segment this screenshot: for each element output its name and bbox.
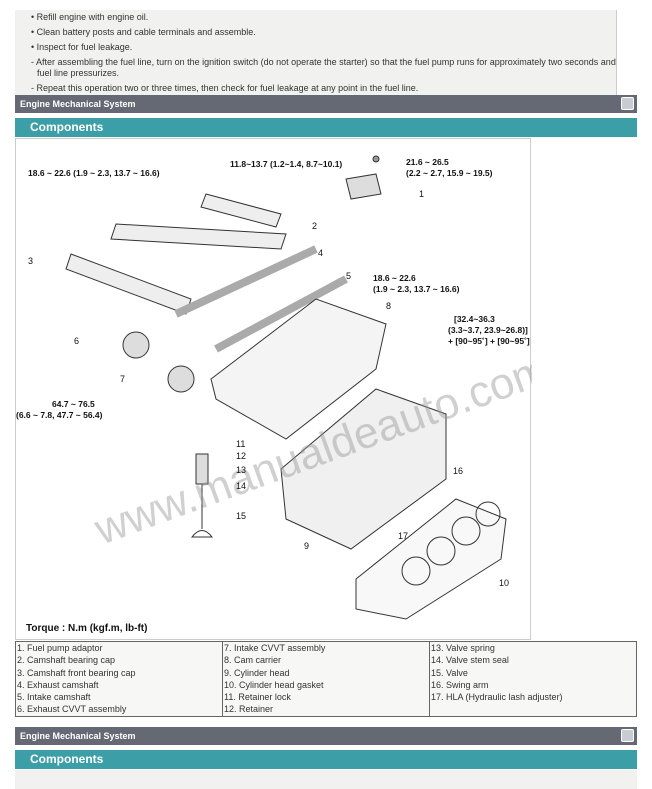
components-title: Components [15,750,637,769]
torque-label: 18.6 ~ 22.6 (1.9 ~ 2.3, 13.7 ~ 16.6) [28,168,160,178]
intake-camshaft [214,275,348,353]
callout: 15 [236,511,246,521]
print-icon[interactable] [621,97,634,110]
callout: 11 [236,439,245,449]
cam-carrier [210,298,387,440]
parts-column: 1. Fuel pump adaptor 2. Camshaft bearing … [16,642,223,716]
section-header-title: Engine Mechanical System [20,99,136,109]
exhaust-cvvt [122,331,150,359]
torque-unit: Torque : N.m (kgf.m, lb-ft) [26,623,147,634]
part-item: 9. Cylinder head [224,667,290,678]
section-header: Engine Mechanical System [15,727,637,745]
bearing-cap [200,193,282,228]
head-gasket [355,498,507,620]
part-item: 13. Valve spring [431,643,495,653]
part-item: 15. Valve [431,667,468,678]
torque-label: 64.7 ~ 76.5 [52,399,95,409]
part-item: 5. Intake camshaft [17,692,91,703]
fuel-pump-adaptor [345,173,382,200]
components-title: Components [15,118,637,137]
callout: 4 [318,248,323,258]
note: • Refill engine with engine oil. [31,12,149,22]
torque-label: [32.4~36.3 [454,314,495,324]
front-bearing-cap [65,253,192,315]
callout: 12 [236,451,246,461]
note: • Clean battery posts and cable terminal… [31,27,256,37]
part-item: 2. Camshaft bearing cap [17,655,116,666]
torque-label: 18.6 ~ 22.6 [373,273,416,283]
torque-label: (6.6 ~ 7.8, 47.7 ~ 56.4) [16,410,103,420]
section-header-title: Engine Mechanical System [20,731,136,741]
callout: 3 [28,256,33,266]
torque-label: 21.6 ~ 26.5 [406,157,449,167]
torque-label: + [90~95˚] + [90~95˚] [448,336,530,346]
torque-label: (2.2 ~ 2.7, 15.9 ~ 19.5) [406,168,493,178]
part-item: 4. Exhaust camshaft [17,679,99,690]
intake-cvvt [167,365,195,393]
part-item: 8. Cam carrier [224,655,282,666]
parts-table: 1. Fuel pump adaptor 2. Camshaft bearing … [15,641,637,717]
callout: 7 [120,374,125,384]
part-item: 17. HLA (Hydraulic lash adjuster) [431,692,563,703]
part-item: 1. Fuel pump adaptor [17,643,103,653]
part-item: 12. Retainer [224,704,274,715]
components-diagram: www.manualdeauto.com 18.6 ~ 22.6 (1.9 ~ … [15,138,556,640]
callout: 13 [236,465,246,475]
part-item: 7. Intake CVVT assembly [224,643,326,653]
part-item: 16. Swing arm [431,679,489,690]
part-item: 14. Valve stem seal [431,655,509,666]
torque-label: (1.9 ~ 2.3, 13.7 ~ 16.6) [373,284,460,294]
valve [190,484,214,538]
note: - Repeat this operation two or three tim… [31,83,419,93]
torque-label: 11.8~13.7 (1.2~1.4, 8.7~10.1) [230,159,342,169]
part-item: 6. Exhaust CVVT assembly [17,704,127,715]
callout: 10 [499,578,509,588]
cylinder-head [280,388,447,550]
note: • Inspect for fuel leakage. [31,42,133,52]
note: - After assembling the fuel line, turn o… [31,57,616,78]
part-item: 3. Camshaft front bearing cap [17,667,136,678]
callout: 6 [74,336,79,346]
callout: 17 [398,531,408,541]
torque-label: (3.3~3.7, 23.9~26.8)] [448,325,528,335]
callout: 16 [453,466,463,476]
exhaust-camshaft [174,245,318,318]
callout: 5 [346,271,351,281]
content-area [15,770,637,789]
callout: 9 [304,541,309,551]
callout: 2 [312,221,317,231]
callout: 8 [386,301,391,311]
part-item: 11. Retainer lock [224,692,291,703]
callout: 1 [419,189,424,199]
callout: 14 [236,481,246,491]
notes-box: • Refill engine with engine oil. • Clean… [15,10,617,95]
part-item: 10. Cylinder head gasket [224,679,324,690]
section-header: Engine Mechanical System [15,95,637,113]
print-icon[interactable] [621,729,634,742]
bearing-cap-row [110,223,287,250]
